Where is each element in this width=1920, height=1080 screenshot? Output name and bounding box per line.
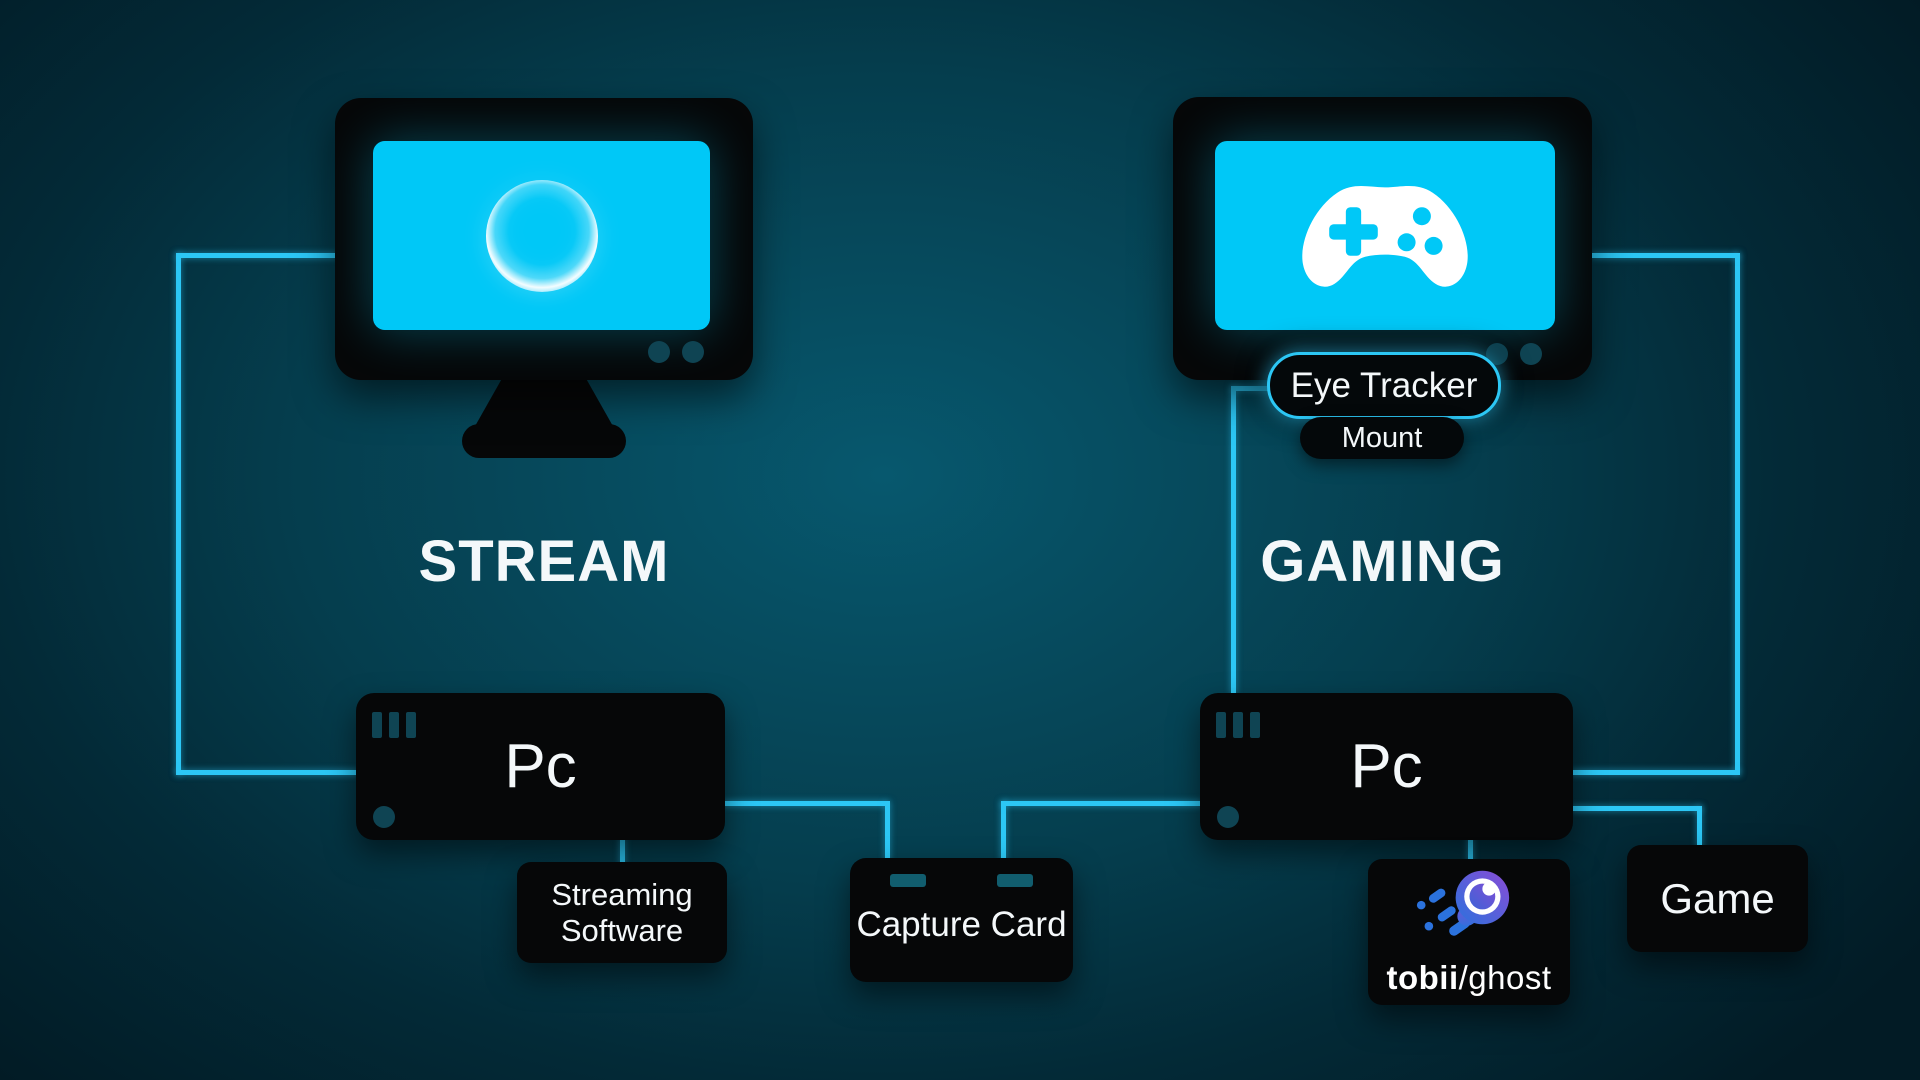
stream-section-title: STREAM [418, 529, 670, 594]
connector-stream-loop-bottom [176, 770, 358, 775]
connector-streampc-capture-h [723, 801, 887, 806]
tobii-ghost-logo [1416, 870, 1510, 936]
monitor-indicator-dot [1486, 343, 1508, 365]
connector-eyetracker-horizontal [1231, 386, 1271, 391]
stream-monitor-display [373, 141, 710, 330]
streaming-software-label-line2: Software [560, 912, 684, 948]
streaming-software-label-line1: Streaming [551, 876, 693, 912]
capture-card-box: Capture Card [850, 858, 1073, 982]
gaming-monitor-frame [1173, 97, 1592, 380]
connector-eyetracker-vertical [1231, 386, 1236, 694]
gaming-pc-box: Pc [1200, 693, 1573, 840]
connector-gaming-loop-bottom [1571, 770, 1740, 775]
mount-badge: Mount [1300, 417, 1464, 459]
stream-monitor-frame [335, 98, 753, 380]
mount-label: Mount [1341, 421, 1423, 454]
streaming-software-box: Streaming Software [517, 862, 727, 963]
pc-vents-icon [1216, 712, 1260, 738]
tobii-ghost-wordmark: tobii/ghost [1368, 959, 1570, 997]
stream-pc-box: Pc [356, 693, 725, 840]
orb-icon [485, 179, 598, 292]
game-label: Game [1660, 874, 1775, 922]
gamepad-icon [1302, 185, 1468, 287]
gaming-section-title: GAMING [1260, 529, 1505, 594]
capture-card-slot [890, 874, 926, 887]
eye-tracker-label: Eye Tracker [1290, 365, 1478, 405]
connector-gaming-loop-vertical [1735, 253, 1740, 775]
connector-pc-game-v [1697, 806, 1702, 848]
connector-gamingpc-capture-h [1001, 801, 1202, 806]
eye-tracker-badge: Eye Tracker [1267, 352, 1501, 419]
power-led-icon [1217, 806, 1239, 828]
capture-card-slot [997, 874, 1033, 887]
stream-monitor-stand-base [462, 424, 626, 458]
connector-gaming-loop-top [1592, 253, 1740, 258]
connector-pc-game-h [1571, 806, 1702, 811]
game-box: Game [1627, 845, 1808, 952]
connector-pc-tobii-v [1468, 836, 1473, 862]
monitor-indicator-dot [682, 341, 704, 363]
power-led-icon [373, 806, 395, 828]
connector-pc-software-v [620, 836, 625, 865]
gaming-monitor-display [1215, 141, 1555, 330]
connector-stream-loop-top [176, 253, 337, 258]
stream-pc-label: Pc [504, 732, 577, 801]
connector-capture-left-v [885, 801, 890, 861]
connector-capture-right-v [1001, 801, 1006, 861]
monitor-indicator-dot [1520, 343, 1542, 365]
gaming-monitor [1173, 97, 1592, 459]
tobii-product-text: /ghost [1458, 959, 1552, 996]
stream-monitor [335, 98, 753, 460]
tobii-ghost-box: tobii/ghost [1368, 859, 1570, 1005]
stream-monitor-stand-neck [474, 376, 614, 428]
capture-card-label: Capture Card [856, 905, 1067, 944]
pc-vents-icon [372, 712, 416, 738]
gaming-pc-label: Pc [1350, 732, 1423, 801]
connector-stream-loop-vertical [176, 253, 181, 775]
monitor-indicator-dot [648, 341, 670, 363]
tobii-brand-text: tobii [1386, 959, 1459, 996]
